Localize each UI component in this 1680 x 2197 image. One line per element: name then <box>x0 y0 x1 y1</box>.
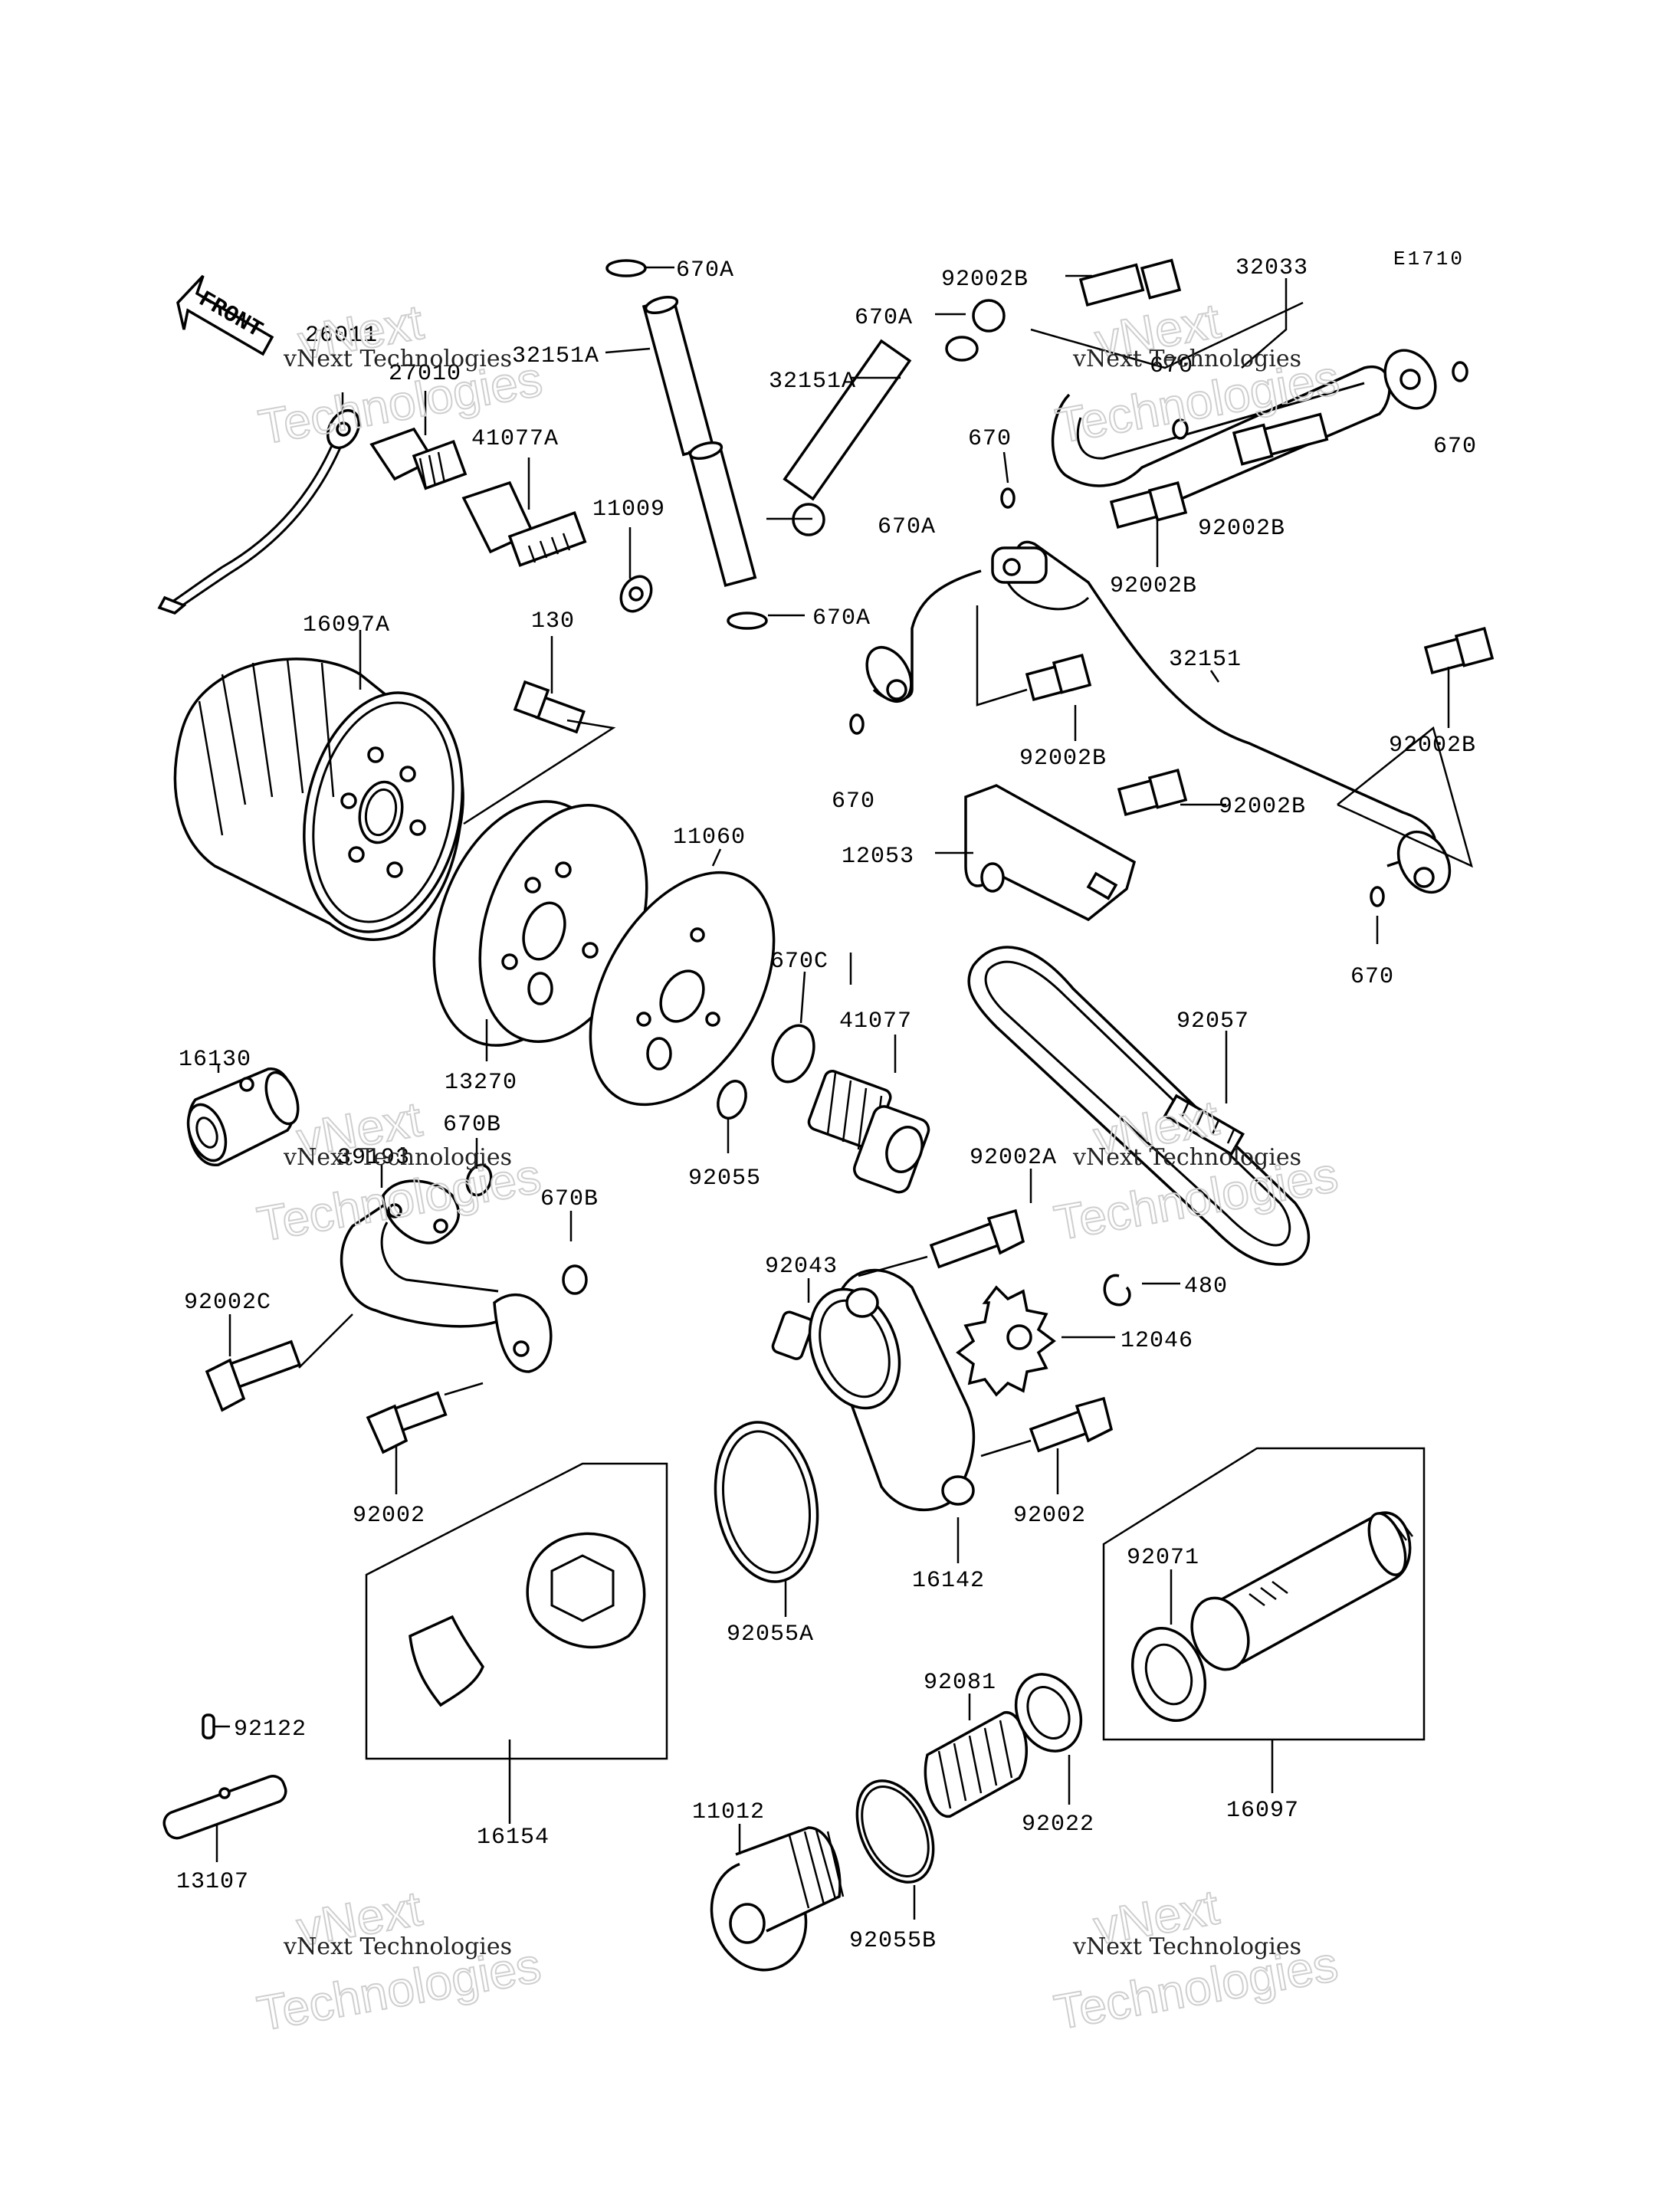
label-92002B-a: 92002B <box>941 267 1029 293</box>
watermarks: vNext Technologies vNext Technologies vN… <box>252 292 1344 2042</box>
chain-92057 <box>967 946 1311 1266</box>
label-670A-d: 670A <box>812 605 871 631</box>
label-92055: 92055 <box>688 1166 761 1192</box>
label-92002-b: 92002 <box>1013 1503 1086 1529</box>
label-16142: 16142 <box>912 1568 985 1594</box>
bolt-130 <box>463 680 616 825</box>
shaft-13107 <box>162 1713 287 1840</box>
label-92002B-b: 92002B <box>1198 516 1285 542</box>
label-92002C: 92002C <box>184 1290 271 1316</box>
watermark-text-mid-left: vNext Technologies <box>283 1144 512 1171</box>
label-670C: 670C <box>770 949 829 975</box>
label-92055A: 92055A <box>727 1622 814 1648</box>
label-670-top: 670 <box>1150 353 1193 379</box>
label-670-mid: 670 <box>968 426 1012 452</box>
label-670A-b: 670A <box>855 305 913 331</box>
label-27010: 27010 <box>389 361 461 387</box>
label-480: 480 <box>1184 1274 1228 1300</box>
label-92122: 92122 <box>234 1717 307 1743</box>
o-ring-670C <box>771 1024 815 1084</box>
label-92071: 92071 <box>1127 1545 1199 1571</box>
part-labels: 670A 92002B 32033 670A 26011 27010 32151… <box>176 255 1477 1954</box>
bolt-92002-left <box>366 1382 484 1454</box>
label-13270: 13270 <box>445 1070 517 1096</box>
label-11012: 11012 <box>692 1799 765 1825</box>
oil-pressure-switch-assembly <box>157 409 653 615</box>
label-670-far: 670 <box>1350 964 1394 990</box>
watermark-text-top-left: vNext Technologies <box>283 346 512 372</box>
chain-guide-12053 <box>964 784 1137 922</box>
label-92002B-c: 92002B <box>1110 573 1197 599</box>
bolt-92002C <box>205 1313 353 1412</box>
label-92002A: 92002A <box>970 1145 1057 1171</box>
label-670-lower: 670 <box>832 789 875 815</box>
watermark-text-top-right: vNext Technologies <box>1072 346 1301 372</box>
oil-pipe-32033 <box>1030 258 1468 507</box>
label-16097: 16097 <box>1226 1798 1299 1824</box>
label-92081: 92081 <box>924 1670 996 1696</box>
leader-lines <box>215 266 1450 1920</box>
label-26011: 26011 <box>305 323 378 349</box>
label-32151A-a: 32151A <box>512 343 599 369</box>
oil-filter-16097A <box>173 657 464 941</box>
label-16097A: 16097A <box>303 612 390 638</box>
strainer-16097 <box>1102 1447 1426 1793</box>
fitting-16130 <box>186 1067 300 1166</box>
label-41077A: 41077A <box>471 426 559 452</box>
label-670-right: 670 <box>1433 434 1477 460</box>
plug-41077 <box>807 1070 930 1194</box>
label-16130: 16130 <box>179 1047 251 1073</box>
oil-pump-16142 <box>714 1208 1131 1583</box>
label-670B-b: 670B <box>540 1186 599 1212</box>
label-670A-c: 670A <box>878 514 936 540</box>
pipe-39193 <box>340 1163 588 1373</box>
label-92055B: 92055B <box>849 1928 937 1954</box>
watermark-text-mid-right: vNext Technologies <box>1072 1144 1301 1171</box>
label-32033: 32033 <box>1235 255 1308 281</box>
label-92002B-e: 92002B <box>1019 746 1107 772</box>
label-12053: 12053 <box>842 844 914 870</box>
label-670A-a: 670A <box>676 257 734 284</box>
oil-pipe-32151 <box>849 481 1495 907</box>
plate-11060 <box>589 871 776 1107</box>
front-arrow-icon: FRONT <box>176 274 274 356</box>
label-92057: 92057 <box>1176 1008 1249 1035</box>
watermark-text-bottom-right: vNext Technologies <box>1072 1933 1301 1960</box>
watermark-text-bottom-left: vNext Technologies <box>283 1933 512 1960</box>
cover-13270 <box>432 800 648 1047</box>
label-92002-a: 92002 <box>353 1503 425 1529</box>
diagram-code: E1710 <box>1393 248 1465 271</box>
label-130: 130 <box>531 608 575 635</box>
label-11060: 11060 <box>673 825 746 851</box>
label-39193: 39193 <box>337 1145 410 1171</box>
label-92022: 92022 <box>1022 1812 1094 1838</box>
label-670B-a: 670B <box>443 1112 501 1138</box>
label-16154: 16154 <box>477 1825 550 1851</box>
label-92002B-f: 92002B <box>1219 794 1306 820</box>
label-32151: 32151 <box>1169 647 1242 673</box>
oil-pipes-32151A <box>605 259 1006 630</box>
rotor-set-16154 <box>365 1462 668 1824</box>
o-ring-92055 <box>717 1080 747 1120</box>
label-92043: 92043 <box>765 1254 838 1280</box>
label-11009: 11009 <box>592 497 665 523</box>
label-92002B-d: 92002B <box>1389 733 1476 759</box>
label-12046: 12046 <box>1121 1328 1193 1354</box>
relief-plug-assembly <box>710 1673 1083 1972</box>
label-32151A-b: 32151A <box>769 369 856 395</box>
label-13107: 13107 <box>176 1869 249 1895</box>
label-41077: 41077 <box>839 1008 912 1035</box>
